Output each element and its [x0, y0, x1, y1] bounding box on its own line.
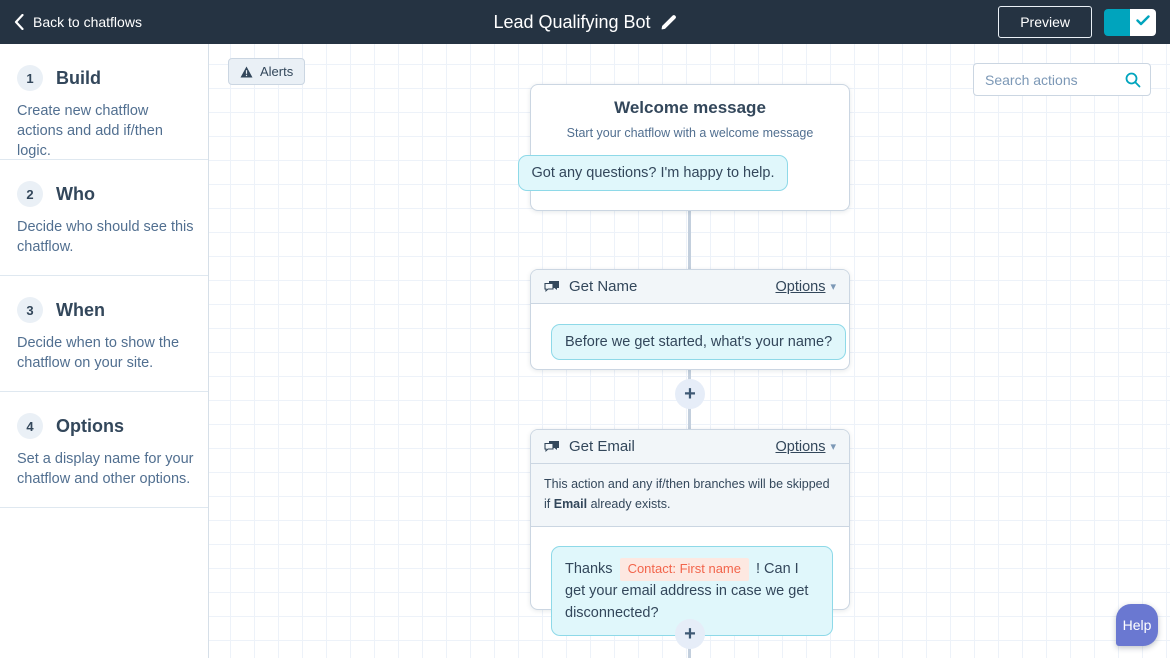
plus-icon: + — [684, 383, 696, 405]
card-subtitle: Start your chatflow with a welcome messa… — [566, 126, 814, 140]
sidebar-item-options[interactable]: 4 Options Set a display name for your ch… — [0, 392, 208, 508]
step-number-badge: 2 — [17, 181, 43, 207]
card-header: Get Name Options ▾ — [531, 270, 849, 304]
toggle-on-track — [1104, 8, 1130, 36]
personalization-token[interactable]: Contact: First name — [619, 558, 749, 581]
steps-sidebar: 1 Build Create new chatflow actions and … — [0, 44, 209, 658]
chatflow-canvas[interactable]: Alerts Welcome message Start your chatfl… — [209, 44, 1170, 658]
chat-bubbles-icon — [544, 280, 560, 294]
add-action-button[interactable]: + — [675, 619, 705, 649]
step-number-badge: 4 — [17, 413, 43, 439]
publish-toggle[interactable] — [1104, 8, 1156, 36]
chat-bubble[interactable]: Before we get started, what's your name? — [551, 324, 847, 360]
step-description: Set a display name for your chatflow and… — [17, 451, 194, 487]
top-bar: Back to chatflows Lead Qualifying Bot Pr… — [0, 0, 1170, 44]
sidebar-item-build[interactable]: 1 Build Create new chatflow actions and … — [0, 44, 208, 160]
page-title: Lead Qualifying Bot — [493, 11, 651, 32]
check-icon — [1136, 13, 1150, 31]
step-title: When — [56, 299, 105, 320]
chevron-down-icon: ▾ — [830, 281, 836, 293]
note-text: already exists. — [587, 497, 671, 511]
chevron-left-icon — [14, 14, 24, 30]
card-title: Get Name — [569, 278, 638, 295]
bubble-text: ! Can I get your email address in case w… — [565, 561, 809, 621]
chat-bubbles-icon — [544, 440, 560, 454]
note-text: This action and any if/then branches wil… — [544, 477, 830, 511]
add-action-button[interactable]: + — [675, 379, 705, 409]
step-title: Options — [56, 415, 124, 436]
card-header: Get Email Options ▾ — [531, 430, 849, 464]
note-bold-field: Email — [553, 497, 588, 511]
search-input[interactable] — [985, 71, 1125, 88]
warning-triangle-icon — [240, 66, 253, 78]
welcome-message-card[interactable]: Welcome message Start your chatflow with… — [517, 84, 850, 211]
skip-condition-note: This action and any if/then branches wil… — [531, 464, 849, 527]
options-label: Options — [775, 438, 826, 455]
step-number-badge: 3 — [17, 297, 43, 323]
search-actions-box — [973, 63, 1151, 96]
step-number-badge: 1 — [17, 65, 43, 91]
alerts-button[interactable]: Alerts — [228, 58, 306, 85]
step-title: Who — [56, 183, 95, 204]
edit-pencil-icon[interactable] — [661, 14, 677, 30]
get-name-card[interactable]: Get Name Options ▾ Before we get started… — [530, 269, 850, 370]
chat-bubble[interactable]: Got any questions? I'm happy to help. — [517, 155, 789, 191]
options-dropdown[interactable]: Options ▾ — [775, 279, 836, 295]
get-email-card[interactable]: Get Email Options ▾ This action and any … — [530, 429, 850, 637]
card-title: Welcome message — [614, 98, 766, 117]
back-to-chatflows-link[interactable]: Back to chatflows — [14, 14, 142, 30]
step-description: Decide who should see this chatflow. — [17, 219, 194, 255]
alerts-label: Alerts — [260, 64, 294, 79]
card-title: Get Email — [569, 438, 635, 455]
step-title: Build — [56, 67, 101, 88]
search-icon[interactable] — [1125, 72, 1141, 88]
step-description: Decide when to show the chatflow on your… — [17, 335, 180, 371]
back-label: Back to chatflows — [33, 14, 142, 30]
step-description: Create new chatflow actions and add if/t… — [17, 103, 163, 159]
sidebar-item-when[interactable]: 3 When Decide when to show the chatflow … — [0, 276, 208, 392]
chatflow-title-wrap: Lead Qualifying Bot — [0, 0, 1170, 44]
chevron-down-icon: ▾ — [830, 441, 836, 453]
preview-button[interactable]: Preview — [998, 6, 1092, 38]
help-button[interactable]: Help — [1116, 604, 1158, 646]
options-label: Options — [775, 278, 826, 295]
bubble-text: Thanks — [565, 561, 613, 577]
toggle-knob — [1130, 8, 1156, 36]
options-dropdown[interactable]: Options ▾ — [775, 439, 836, 455]
plus-icon: + — [684, 623, 696, 645]
sidebar-item-who[interactable]: 2 Who Decide who should see this chatflo… — [0, 160, 208, 276]
